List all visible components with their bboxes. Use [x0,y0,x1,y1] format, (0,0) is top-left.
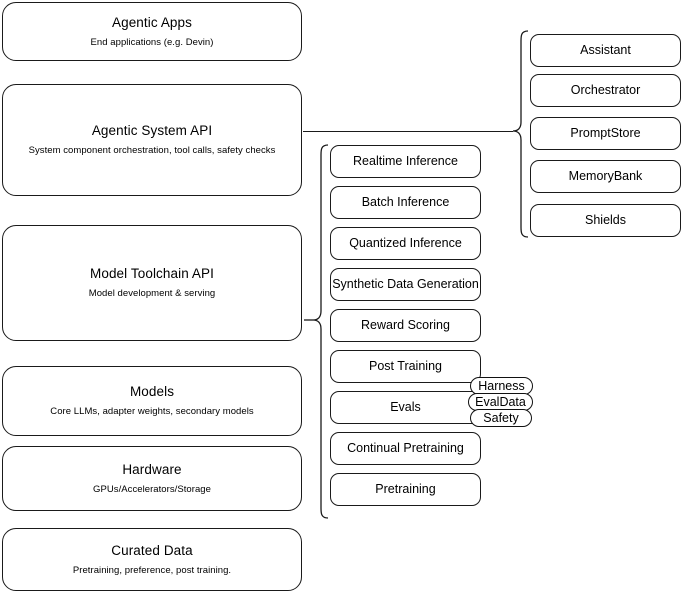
component-label: PromptStore [570,125,641,140]
layer-subtitle: System component orchestration, tool cal… [28,145,276,156]
capability-label: Batch Inference [361,194,450,209]
capability-label: Evals [390,399,421,414]
capability-label: Pretraining [375,481,436,496]
layer-subtitle: GPUs/Accelerators/Storage [93,483,211,495]
layer-subtitle: Core LLMs, adapter weights, secondary mo… [50,406,254,417]
component-promptstore[interactable]: PromptStore [530,117,681,150]
layer-subtitle: End applications (e.g. Devin) [90,36,214,48]
layer-models[interactable]: Models Core LLMs, adapter weights, secon… [2,366,302,436]
capability-post-training[interactable]: Post Training [330,350,481,383]
layer-title: Agentic System API [91,123,213,139]
layer-subtitle: Pretraining, preference, post training. [72,564,232,576]
capability-continual-pretraining[interactable]: Continual Pretraining [330,432,481,465]
evals-sub-label: EvalData [475,394,526,409]
evals-sub-label: Safety [483,410,519,425]
capability-quantized-inference[interactable]: Quantized Inference [330,227,481,260]
capability-label: Reward Scoring [361,317,450,332]
capability-realtime-inference[interactable]: Realtime Inference [330,145,481,178]
capability-evals[interactable]: Evals [330,391,481,424]
layer-agentic-system-api[interactable]: Agentic System API System component orch… [2,84,302,196]
capability-label: Quantized Inference [349,235,462,250]
component-orchestrator[interactable]: Orchestrator [530,74,681,107]
layer-title: Models [129,384,175,400]
capability-label: Post Training [369,358,442,373]
component-memorybank[interactable]: MemoryBank [530,160,681,193]
layer-title: Agentic Apps [111,14,192,30]
bracket-agentic-components [512,30,529,238]
layer-subtitle: Model development & serving [88,288,216,299]
layer-title: Model Toolchain API [90,266,214,282]
layer-curated-data[interactable]: Curated Data Pretraining, preference, po… [2,528,302,591]
capability-label: Realtime Inference [353,153,458,168]
connector-agentic-system-api-to-components [303,131,513,132]
layer-title: Curated Data [111,542,193,558]
layer-title: Hardware [122,461,182,477]
component-label: Shields [585,212,626,227]
bracket-toolchain [312,144,329,519]
capability-synthetic-data-generation[interactable]: Synthetic Data Generation [330,268,481,301]
component-label: Orchestrator [570,82,641,97]
layer-hardware[interactable]: Hardware GPUs/Accelerators/Storage [2,446,302,511]
component-shields[interactable]: Shields [530,204,681,237]
capability-label: Synthetic Data Generation [332,276,479,291]
evals-sub-label: Harness [478,378,525,393]
capability-pretraining[interactable]: Pretraining [330,473,481,506]
layer-model-toolchain-api[interactable]: Model Toolchain API Model development & … [2,225,302,341]
component-label: MemoryBank [568,168,643,183]
evals-sub-safety[interactable]: Safety [470,409,532,427]
component-assistant[interactable]: Assistant [530,34,681,67]
capability-batch-inference[interactable]: Batch Inference [330,186,481,219]
capability-reward-scoring[interactable]: Reward Scoring [330,309,481,342]
component-label: Assistant [580,42,631,57]
capability-label: Continual Pretraining [347,440,464,455]
layer-agentic-apps[interactable]: Agentic Apps End applications (e.g. Devi… [2,2,302,61]
